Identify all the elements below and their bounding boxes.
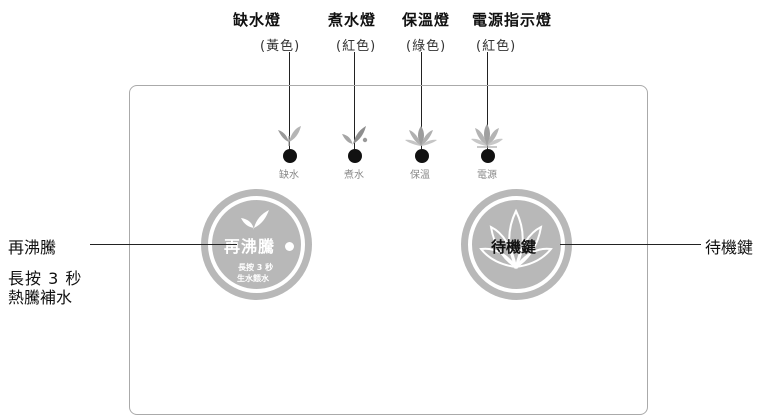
label-water-shortage-light: 缺水燈 bbox=[233, 11, 282, 29]
power-indicator-light bbox=[481, 149, 495, 163]
leaf-sprout-icon bbox=[241, 210, 269, 230]
reboil-button-dot bbox=[285, 242, 294, 251]
boil-indicator-light bbox=[348, 149, 362, 163]
label-water-shortage-color: (黃色) bbox=[260, 39, 301, 54]
lotus-icon bbox=[471, 124, 503, 148]
label-power-indicator-color: (紅色) bbox=[476, 39, 517, 54]
indicator-label-boil: 煮水 bbox=[344, 170, 364, 181]
label-keep-warm-light: 保溫燈 bbox=[402, 11, 451, 29]
reboil-button-label: 再沸騰 bbox=[224, 237, 276, 256]
leaf-sprout-icon bbox=[342, 126, 368, 146]
lotus-icon bbox=[479, 208, 553, 270]
standby-callout-line bbox=[560, 244, 701, 246]
indicator-label-power: 電源 bbox=[477, 170, 497, 181]
reboil-callout-line1: 長按 3 秒 bbox=[8, 269, 83, 288]
reboil-callout-line2: 熱騰補水 bbox=[8, 288, 73, 307]
standby-callout-title: 待機鍵 bbox=[705, 238, 754, 257]
label-keep-warm-color: (綠色) bbox=[406, 39, 447, 54]
label-boil-color: (紅色) bbox=[336, 39, 377, 54]
leader-line-power bbox=[487, 52, 489, 152]
indicator-label-water-shortage: 缺水 bbox=[279, 170, 299, 181]
reboil-button-sub-line1: 長按 3 秒 bbox=[238, 263, 274, 272]
keep-warm-indicator-light bbox=[415, 149, 429, 163]
leader-line-keep-warm bbox=[421, 52, 423, 152]
leaf-sprout-icon bbox=[278, 126, 301, 146]
standby-button[interactable]: 待機鍵 bbox=[461, 189, 572, 300]
standby-button-label: 待機鍵 bbox=[491, 238, 537, 256]
label-boil-light: 煮水燈 bbox=[328, 11, 377, 29]
label-power-indicator-light: 電源指示燈 bbox=[472, 11, 553, 29]
leader-line-water-shortage bbox=[289, 52, 291, 152]
water-shortage-indicator-light bbox=[283, 149, 297, 163]
leader-line-boil bbox=[354, 52, 356, 152]
indicator-label-keep-warm: 保溫 bbox=[410, 170, 430, 181]
reboil-callout-line bbox=[90, 244, 237, 246]
reboil-button-sub-line2: 生水餵水 bbox=[237, 274, 269, 283]
reboil-callout-title: 再沸騰 bbox=[8, 238, 57, 257]
lotus-small-icon bbox=[405, 126, 437, 146]
